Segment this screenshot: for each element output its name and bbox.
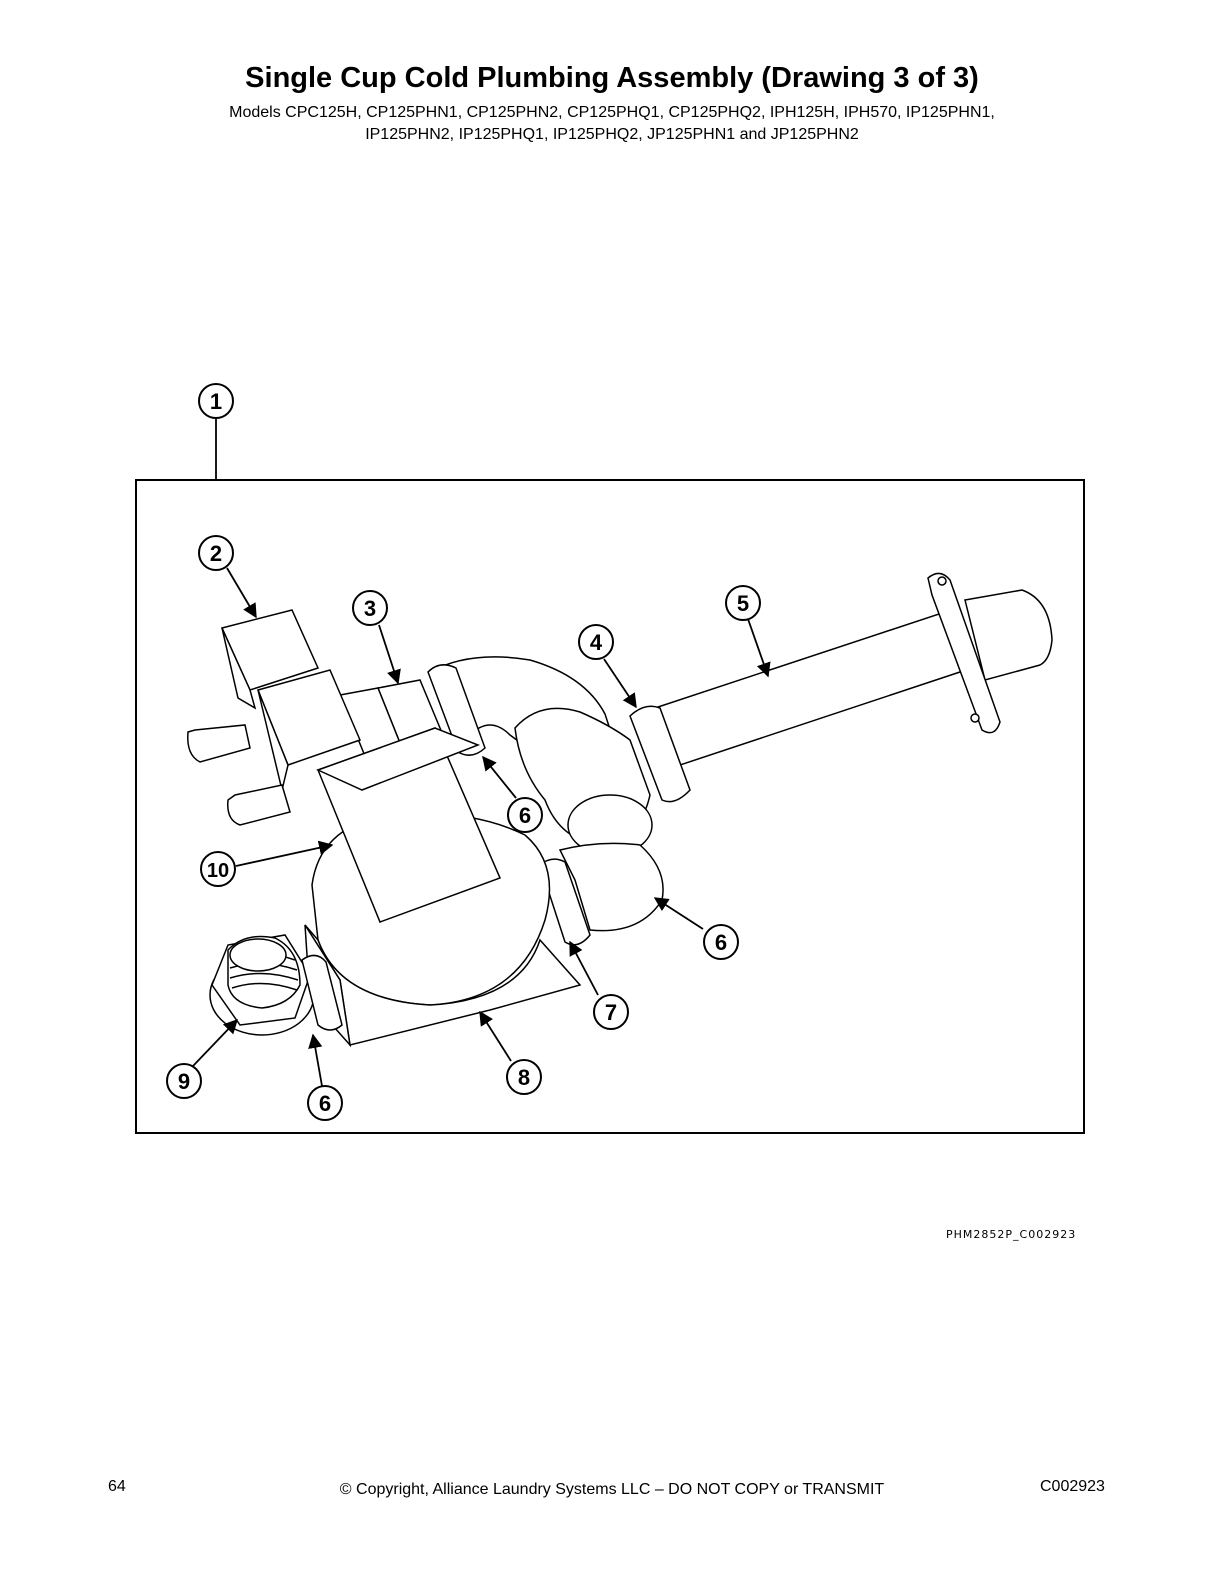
svg-text:6: 6 [319, 1091, 331, 1116]
callout-1: 1 [198, 383, 234, 419]
models-line-2: IP125PHN2, IP125PHQ1, IP125PHQ2, JP125PH… [365, 126, 859, 143]
svg-text:6: 6 [519, 803, 531, 828]
svg-text:3: 3 [364, 596, 376, 621]
callout-5: 5 [725, 585, 761, 621]
callout-6b: 6 [703, 924, 739, 960]
callout-8: 8 [506, 1059, 542, 1095]
plumbing-line-art [187, 572, 1053, 1048]
assembly-frame [135, 479, 1085, 1134]
callout-4: 4 [578, 624, 614, 660]
flange-hole-bottom [970, 713, 980, 723]
washer-6-upper [427, 664, 486, 756]
copyright-notice: © Copyright, Alliance Laundry Systems LL… [339, 1481, 885, 1498]
svg-text:4: 4 [590, 630, 603, 655]
svg-text:10: 10 [207, 860, 229, 882]
leader-lines [192, 418, 771, 1087]
document-code: C002923 [1040, 1478, 1105, 1495]
fitting-9-top [229, 938, 287, 972]
tube-part [653, 611, 974, 766]
inlet-pipe-lower [227, 784, 291, 826]
svg-text:8: 8 [518, 1065, 530, 1090]
callout-10: 10 [200, 851, 236, 887]
callout-3: 3 [352, 590, 388, 626]
page-number: 64 [108, 1478, 126, 1495]
svg-text:2: 2 [210, 541, 222, 566]
coil-10-top [316, 727, 481, 791]
svg-text:5: 5 [737, 591, 749, 616]
callout-7: 7 [593, 994, 629, 1030]
flange-hole-top [937, 576, 947, 586]
tube-end [964, 589, 1053, 681]
callout-2: 2 [198, 535, 234, 571]
svg-text:9: 9 [178, 1069, 190, 1094]
svg-text:7: 7 [605, 1000, 617, 1025]
drawing-code: PHM2852P_C002923 [946, 1228, 1077, 1241]
elbow-lower [558, 842, 664, 932]
solenoid-2-side [221, 627, 257, 710]
callout-9: 9 [166, 1063, 202, 1099]
valve-base [304, 924, 582, 1046]
callout-6c: 6 [307, 1085, 343, 1121]
callout-6a: 6 [507, 797, 543, 833]
washer-6-lower [301, 954, 343, 1031]
washer-4 [629, 705, 691, 803]
svg-text:6: 6 [715, 930, 727, 955]
models-line-1: Models CPC125H, CP125PHN1, CP125PHN2, CP… [229, 104, 995, 121]
page-title: Single Cup Cold Plumbing Assembly (Drawi… [245, 62, 979, 94]
inlet-pipe-upper [187, 724, 251, 763]
svg-text:1: 1 [210, 389, 222, 414]
flange-part [927, 572, 1001, 734]
